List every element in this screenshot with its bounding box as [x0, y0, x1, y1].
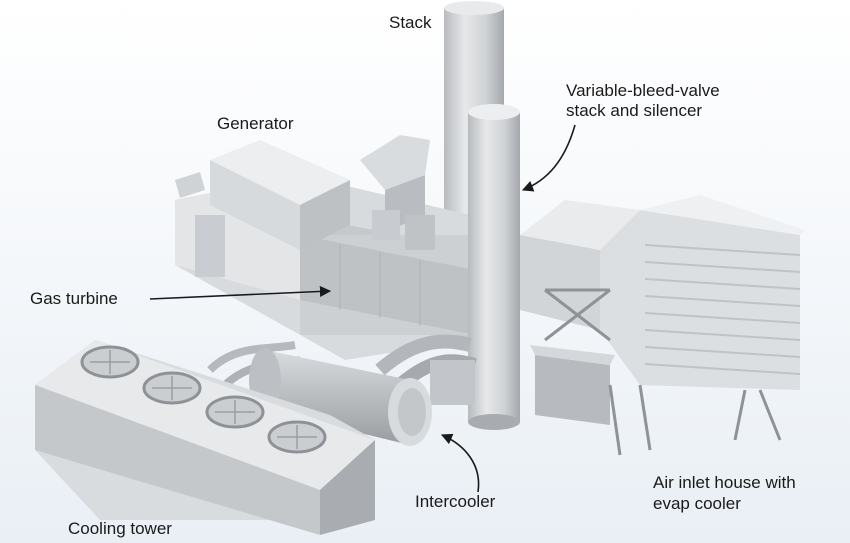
label-air-inlet-line1: Air inlet house with — [653, 473, 796, 492]
cooling-tower — [35, 340, 375, 535]
leader-lines — [149, 124, 576, 493]
label-gas-turbine: Gas turbine — [30, 289, 118, 308]
exhaust-ducts — [360, 135, 435, 250]
gas-turbine-leader — [149, 285, 332, 300]
vbv-leader — [521, 124, 576, 192]
variable-bleed-valve-stack — [468, 104, 520, 430]
intercooler-leader — [440, 433, 480, 493]
label-air-inlet-line2: evap cooler — [653, 494, 741, 513]
label-stack: Stack — [389, 13, 432, 32]
label-cooling-tower: Cooling tower — [68, 519, 172, 538]
air-inlet-house — [520, 195, 805, 456]
intercooler — [207, 334, 477, 446]
label-intercooler: Intercooler — [415, 492, 496, 511]
label-vbv-line2: stack and silencer — [566, 101, 703, 120]
label-vbv-line1: Variable-bleed-valve — [566, 81, 720, 100]
generator — [175, 140, 350, 250]
label-generator: Generator — [217, 114, 294, 133]
